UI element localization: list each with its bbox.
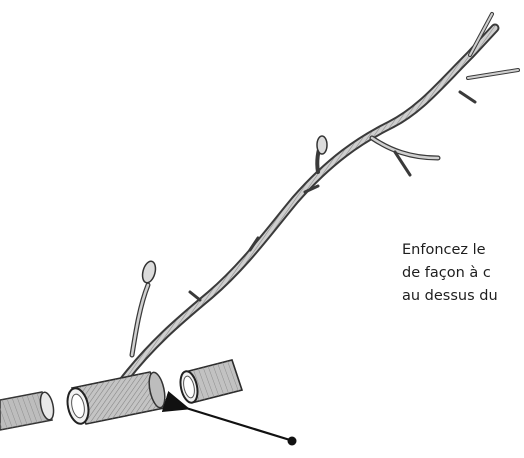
instruction-caption: Enfoncez le de façon à c au dessus du: [402, 239, 498, 308]
caption-line: Enfoncez le: [402, 239, 498, 262]
caption-line: de façon à c: [402, 262, 498, 285]
pointer-arrow-icon: [186, 408, 297, 446]
caption-line: au dessus du: [402, 285, 498, 308]
branch-illustration: [120, 14, 518, 385]
bark-tube-right: [178, 360, 242, 404]
bark-tube-middle: [64, 371, 167, 426]
bark-tube-left: [0, 391, 56, 430]
